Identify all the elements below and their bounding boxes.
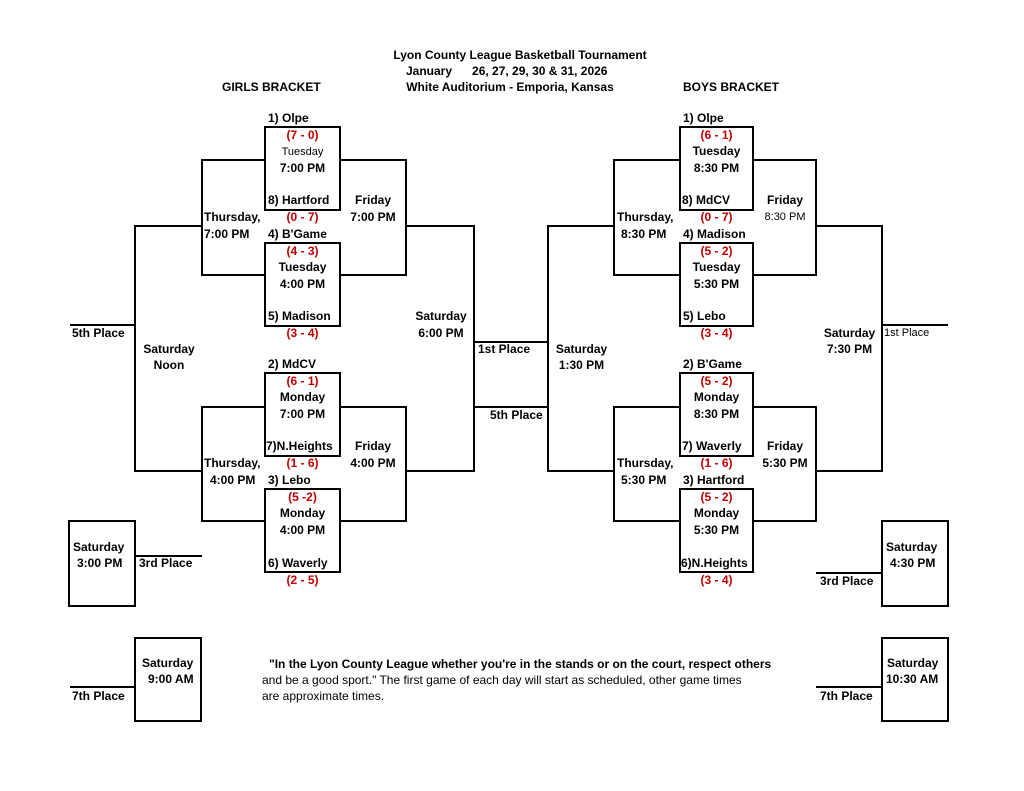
girls-fifth-game-time: Noon [153, 358, 185, 372]
girls-g3-record-bottom: (1 - 6) [286, 456, 319, 470]
boys-friday-top-time: 8:30 PM [764, 211, 806, 223]
girls-seventh-game-day: Saturday [142, 656, 194, 670]
boys-g1-time: 8:30 PM [693, 161, 740, 175]
sportsmanship-quote: "In the Lyon County League whether you'r… [269, 657, 772, 671]
girls-g1-team-bottom: 8) Hartford [268, 193, 330, 207]
page-title: Lyon County League Basketball Tournament [393, 48, 647, 62]
tournament-dates: January 26, 27, 29, 30 & 31, 2026 [406, 64, 608, 78]
girls-g4-record-top: (5 -2) [288, 490, 317, 504]
boys-fifth-game-day: Saturday [555, 342, 608, 356]
girls-g4-time: 4:00 PM [279, 523, 326, 537]
boys-friday-top-day: Friday [766, 193, 803, 207]
girls-g2-record-top: (4 - 3) [286, 244, 319, 258]
boys-g4-record-top: (5 - 2) [700, 490, 733, 504]
girls-fifth-place-label: 5th Place [72, 326, 125, 340]
boys-thursday-bottom-time: 5:30 PM [621, 473, 667, 487]
boys-g2-team-top: 4) Madison [683, 227, 746, 241]
boys-thursday-top-time: 8:30 PM [621, 227, 667, 241]
girls-friday-bottom-time: 4:00 PM [350, 456, 396, 470]
sportsmanship-note: "In the Lyon County League whether you'r… [262, 656, 822, 704]
boys-g4-team-top: 3) Hartford [683, 473, 745, 487]
girls-thursday-bottom-time: 4:00 PM [210, 473, 256, 487]
girls-third-place-label: 3rd Place [139, 556, 193, 570]
girls-g2-team-top: 4) B'Game [268, 227, 327, 241]
boys-g1-team-top: 1) Olpe [683, 111, 724, 125]
schedule-note: and be a good sport." The first game of … [262, 673, 742, 703]
boys-g2-team-bottom: 5) Lebo [683, 309, 726, 323]
boys-g1-day: Tuesday [692, 144, 741, 158]
girls-championship-day: Saturday [415, 309, 467, 323]
tournament-venue: White Auditorium - Emporia, Kansas [406, 80, 614, 94]
boys-championship-time: 7:30 PM [826, 342, 873, 356]
girls-g3-record-top: (6 - 1) [286, 374, 319, 388]
boys-g2-record-bottom: (3 - 4) [700, 326, 733, 340]
girls-bracket-label: GIRLS BRACKET [222, 80, 321, 94]
girls-g2-day: Tuesday [278, 260, 327, 274]
boys-friday-bottom-day: Friday [766, 439, 803, 453]
boys-g1-team-bottom: 8) MdCV [682, 193, 730, 207]
girls-g3-time: 7:00 PM [279, 407, 326, 421]
boys-bracket-label: BOYS BRACKET [683, 80, 780, 94]
girls-first-place-label: 1st Place [478, 342, 531, 356]
girls-friday-top-day: Friday [354, 193, 391, 207]
boys-third-game-day: Saturday [886, 540, 938, 554]
girls-g2-team-bottom: 5) Madison [268, 309, 331, 323]
boys-thursday-bottom-day: Thursday, [617, 456, 674, 470]
girls-thursday-top-day: Thursday, [204, 210, 261, 224]
girls-g1-record-bottom: (0 - 7) [286, 210, 319, 224]
girls-g1-day: Tuesday [281, 146, 324, 158]
boys-g2-day: Tuesday [692, 260, 741, 274]
boys-g2-time: 5:30 PM [693, 277, 740, 291]
boys-championship-day: Saturday [823, 326, 876, 340]
girls-g3-team-top: 2) MdCV [268, 357, 316, 371]
girls-thursday-top-time: 7:00 PM [204, 227, 250, 241]
girls-g4-day: Monday [279, 506, 326, 520]
boys-g3-day: Monday [693, 390, 740, 404]
girls-seventh-place-label: 7th Place [72, 689, 125, 703]
boys-g4-time: 5:30 PM [693, 523, 740, 537]
girls-g4-record-bottom: (2 - 5) [286, 573, 319, 587]
girls-g1-record-top: (7 - 0) [286, 128, 319, 142]
boys-friday-bottom-time: 5:30 PM [762, 456, 808, 470]
boys-third-game-time: 4:30 PM [890, 556, 936, 570]
boys-seventh-place-label: 7th Place [820, 689, 873, 703]
boys-thursday-top-day: Thursday, [617, 210, 674, 224]
girls-g3-day: Monday [279, 390, 326, 404]
boys-third-place-label: 3rd Place [820, 574, 874, 588]
boys-g3-time: 8:30 PM [693, 407, 740, 421]
girls-g2-record-bottom: (3 - 4) [286, 326, 319, 340]
boys-seventh-game-day: Saturday [887, 656, 939, 670]
boys-g4-day: Monday [693, 506, 740, 520]
girls-third-game-time: 3:00 PM [77, 556, 123, 570]
girls-championship-time: 6:00 PM [418, 326, 464, 340]
girls-g2-time: 4:00 PM [279, 277, 326, 291]
boys-g4-team-bottom: 6)N.Heights [681, 556, 748, 570]
girls-thursday-bottom-day: Thursday, [204, 456, 261, 470]
girls-g4-team-bottom: 6) Waverly [268, 556, 328, 570]
girls-g4-team-top: 3) Lebo [268, 473, 311, 487]
boys-g3-record-bottom: (1 - 6) [700, 456, 733, 470]
boys-g1-record-bottom: (0 - 7) [700, 210, 733, 224]
girls-friday-top-time: 7:00 PM [350, 210, 396, 224]
boys-fifth-game-time: 1:30 PM [558, 358, 605, 372]
girls-seventh-game-time: 9:00 AM [148, 672, 194, 686]
boys-g1-record-top: (6 - 1) [700, 128, 733, 142]
boys-g3-team-bottom: 7) Waverly [682, 439, 742, 453]
boys-g3-record-top: (5 - 2) [700, 374, 733, 388]
boys-fifth-place-label: 5th Place [490, 408, 543, 422]
girls-fifth-game-day: Saturday [143, 342, 195, 356]
girls-friday-bottom-day: Friday [354, 439, 391, 453]
girls-g1-time: 7:00 PM [279, 161, 326, 175]
boys-g4-record-bottom: (3 - 4) [700, 573, 733, 587]
boys-seventh-game-time: 10:30 AM [886, 672, 939, 686]
girls-g3-team-bottom: 7)N.Heights [266, 439, 333, 453]
girls-third-game-day: Saturday [73, 540, 125, 554]
girls-g1-team-top: 1) Olpe [268, 111, 309, 125]
boys-g2-record-top: (5 - 2) [700, 244, 733, 258]
boys-first-place-label: 1st Place [884, 327, 930, 339]
boys-g3-team-top: 2) B'Game [683, 357, 742, 371]
